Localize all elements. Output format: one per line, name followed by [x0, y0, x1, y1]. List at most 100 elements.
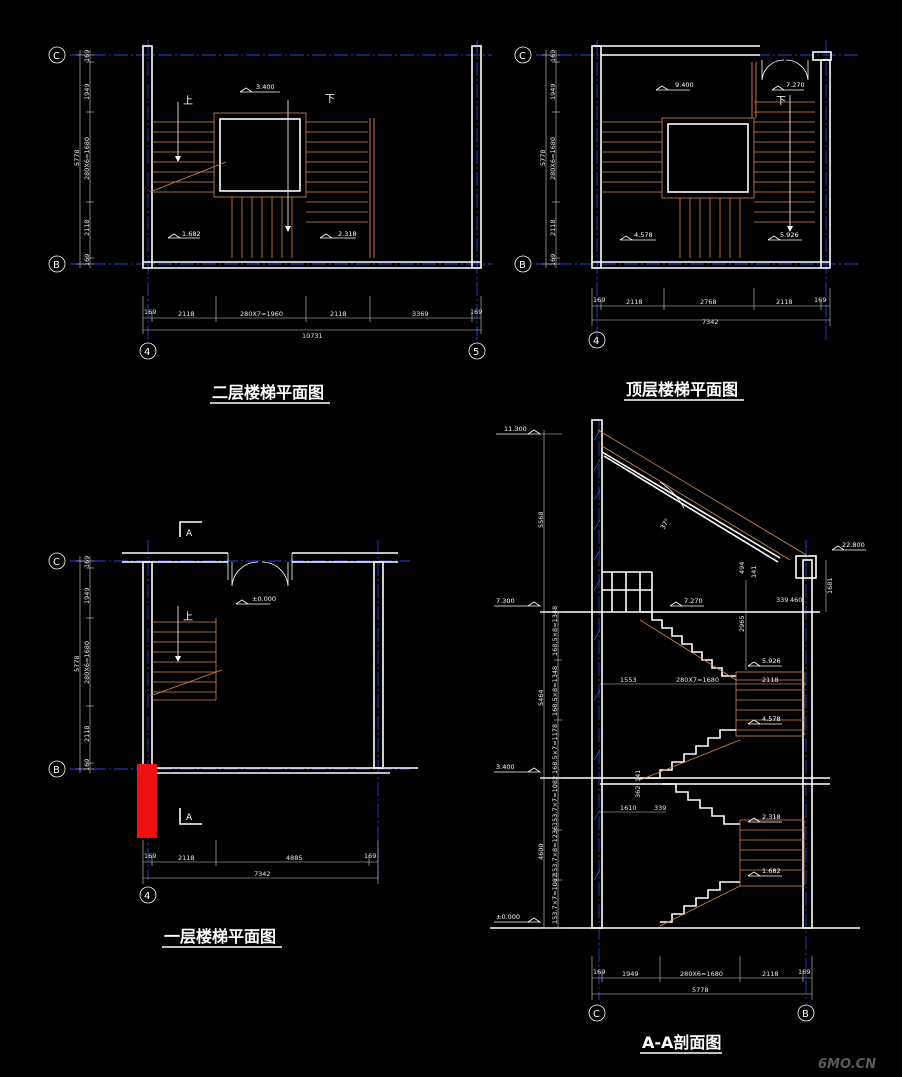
dim: 280X6=1680	[680, 970, 723, 978]
second-floor-plan: 上 下 3.400 1.682 2.318 169 1949 280X6=168…	[48, 40, 492, 404]
dim: 141	[750, 566, 758, 578]
dim: 460	[790, 596, 802, 604]
axis-4: 4	[139, 886, 157, 904]
level-1682: 1.682	[762, 867, 781, 875]
axis-4: 4	[588, 331, 606, 349]
dim: 1610	[620, 804, 637, 812]
dim: 494	[738, 562, 746, 574]
level-3400: 3.400	[496, 763, 515, 771]
svg-text:4: 4	[144, 347, 150, 358]
angle-label: 37°	[659, 517, 672, 531]
aa-section: 37° 7.270 5.926 4.578 2.318 1.682 15	[490, 419, 866, 1054]
axis-4: 4	[139, 342, 157, 360]
dim: 280X6=1680	[549, 137, 557, 180]
dim: 1681	[826, 577, 834, 594]
level-11300: 11.300	[504, 425, 527, 433]
dim: 169	[144, 308, 156, 316]
dim: 1949	[83, 83, 91, 100]
axis-b: B	[797, 1004, 815, 1022]
dim: 2118	[626, 298, 643, 306]
axis-b: B	[48, 760, 66, 778]
dim: 4600	[537, 843, 545, 860]
dim: 5464	[537, 689, 545, 706]
svg-text:B: B	[519, 260, 526, 271]
dim: 153.7×8=1236	[551, 826, 559, 876]
dim: 169	[814, 296, 826, 304]
dim: 2965	[738, 615, 746, 632]
axis-c: C	[48, 46, 66, 64]
dim: 169	[549, 254, 557, 266]
axis-c: C	[48, 552, 66, 570]
svg-text:B: B	[802, 1009, 809, 1020]
first-floor-plan: ±0.000 上 A A 169 1949 280X6=1680 2118 16…	[48, 521, 418, 948]
level-4578: 4.578	[762, 715, 781, 723]
axis-b: B	[48, 255, 66, 273]
top-floor-plan: 下 9.400 7.270 4.578 5.926 169 1949 280X6…	[514, 40, 860, 401]
dim: 2118	[178, 854, 195, 862]
dim-overall: 5778	[539, 149, 547, 166]
svg-text:C: C	[593, 1009, 600, 1020]
axis-b: B	[514, 255, 532, 273]
highlight-marker	[137, 764, 157, 838]
level-7300: 7.300	[496, 597, 515, 605]
level-0000: ±0.000	[496, 913, 520, 921]
dim: 280X7=1680	[676, 676, 719, 684]
down-label: 下	[776, 96, 786, 107]
dim: 3369	[412, 310, 429, 318]
svg-text:C: C	[53, 557, 60, 568]
dim: 169	[83, 50, 91, 62]
dim-total: 10731	[302, 332, 323, 340]
dim: 169	[798, 968, 810, 976]
dim: 2768	[700, 298, 717, 306]
dim: 1949	[549, 83, 557, 100]
dim: 2118	[776, 298, 793, 306]
dim-total: 7342	[702, 318, 719, 326]
dim: 339	[654, 804, 666, 812]
level-2318: 2.318	[338, 230, 357, 238]
dim: 141	[634, 770, 642, 782]
level-0000: ±0.000	[252, 595, 276, 603]
dim: 1949	[83, 587, 91, 604]
dim: 2118	[83, 219, 91, 236]
axis-c: C	[588, 1004, 606, 1022]
dim: 1553	[620, 676, 637, 684]
axis-c: C	[514, 46, 532, 64]
dim-total: 7342	[254, 870, 271, 878]
dim: 169	[83, 759, 91, 771]
svg-text:4: 4	[144, 891, 150, 902]
level-9400: 9.400	[675, 81, 694, 89]
dim: 153.7×7=1082	[551, 776, 559, 826]
dim: 169	[83, 254, 91, 266]
svg-text:C: C	[519, 51, 526, 62]
up-label: 上	[183, 611, 193, 623]
title-second-floor: 二层楼梯平面图	[212, 383, 324, 402]
dim: 280X7=1960	[240, 310, 283, 318]
section-mark-a: A	[186, 529, 193, 539]
dim: 5568	[537, 511, 545, 528]
dim: 2118	[549, 219, 557, 236]
dim: 153.7×7=1082	[551, 874, 559, 924]
dim: 2118	[762, 676, 779, 684]
level-22800: 22.800	[842, 541, 865, 549]
level-7270: 7.270	[786, 81, 805, 89]
svg-text:C: C	[53, 51, 60, 62]
dim: 169	[593, 296, 605, 304]
watermark: 6MO.CN	[818, 1057, 876, 1072]
section-mark-a: A	[186, 813, 193, 823]
dim-overall: 5778	[73, 655, 81, 672]
level-5926: 5.926	[780, 231, 799, 239]
dim: 169	[549, 50, 557, 62]
dim-overall: 5778	[73, 149, 81, 166]
level-5926: 5.926	[762, 657, 781, 665]
dim: 168.5×7=1178	[551, 724, 559, 774]
dim: 169	[593, 968, 605, 976]
down-label: 下	[325, 94, 335, 105]
dim: 280X6=1680	[83, 641, 91, 684]
dim: 168.5×8=1348	[551, 666, 559, 716]
level-4578: 4.578	[634, 231, 653, 239]
dim: 2118	[330, 310, 347, 318]
svg-text:5: 5	[473, 347, 479, 358]
svg-text:B: B	[53, 765, 60, 776]
dim: 168.5×8=1348	[551, 606, 559, 656]
dim: 169	[83, 556, 91, 568]
